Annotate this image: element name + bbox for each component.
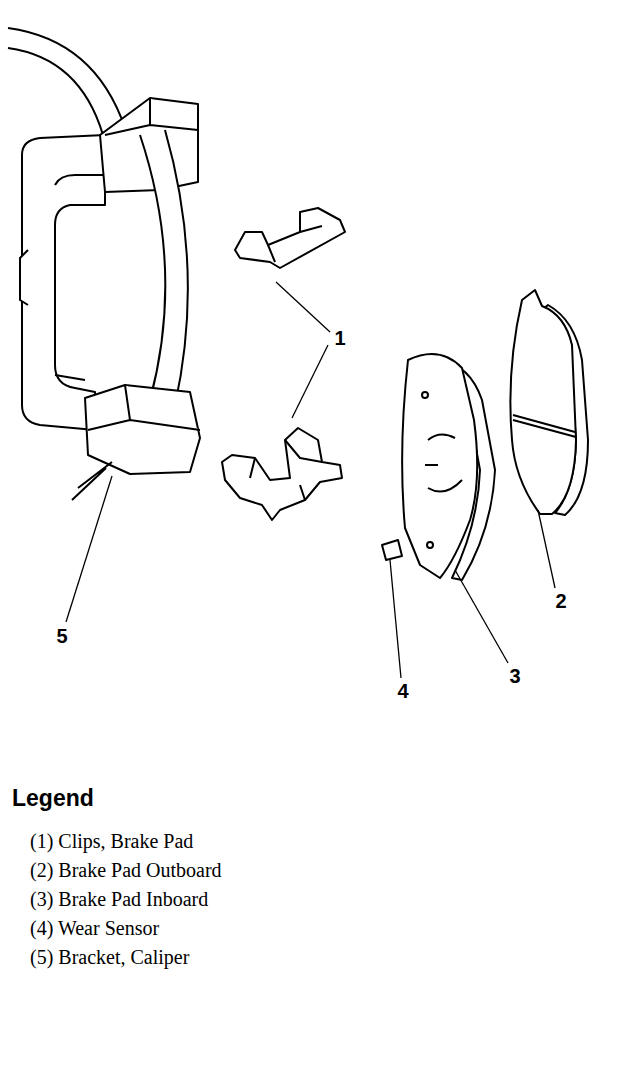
- hose: [8, 48, 103, 135]
- callout-number: 3: [509, 666, 520, 686]
- legend-entry: (3) Brake Pad Inboard: [30, 888, 208, 910]
- caliper-bracket: [20, 98, 200, 474]
- legend-heading: Legend: [12, 787, 94, 810]
- callout-number: 4: [397, 681, 408, 701]
- legend-entry: (2) Brake Pad Outboard: [30, 859, 222, 881]
- pad-clip: [222, 208, 345, 520]
- leader-line: [66, 282, 555, 678]
- outboard-pad: [510, 290, 588, 515]
- hose: [8, 28, 125, 128]
- legend-entry: (1) Clips, Brake Pad: [30, 830, 193, 852]
- inboard-pad: [402, 354, 495, 580]
- wear-sensor: [382, 540, 402, 560]
- legend-entry: (4) Wear Sensor: [30, 917, 159, 939]
- callout-number: 5: [56, 626, 67, 646]
- callout-number: 1: [334, 328, 345, 348]
- callout-number: 2: [555, 591, 566, 611]
- legend-entry: (5) Bracket, Caliper: [30, 946, 189, 968]
